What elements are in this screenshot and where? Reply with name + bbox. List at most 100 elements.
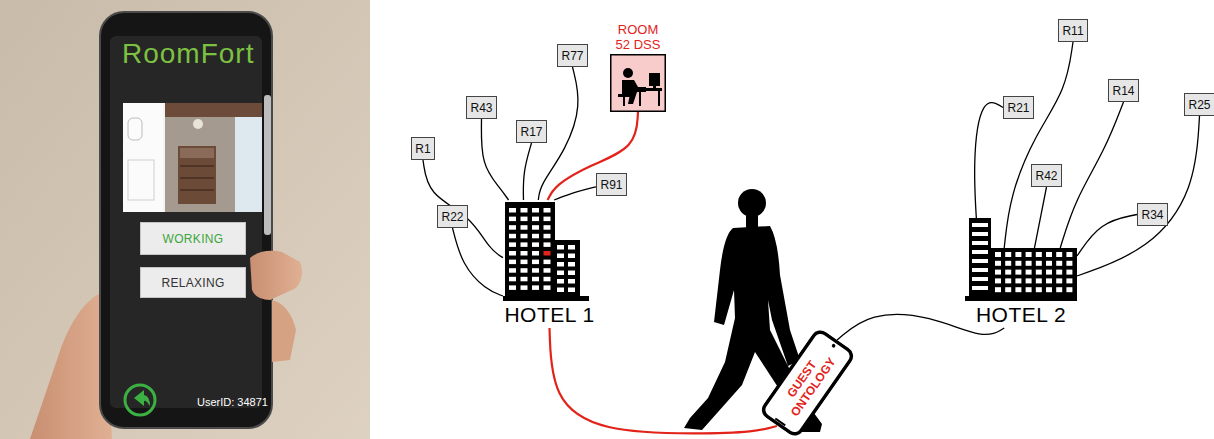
room-title: ROOM 52 DSS (612, 22, 664, 52)
building-icon (521, 208, 528, 213)
building-icon (1015, 287, 1021, 292)
building-icon (1036, 270, 1042, 275)
building-icon (568, 271, 575, 276)
phone-screen (110, 36, 262, 408)
wire (523, 143, 531, 200)
building-icon (503, 296, 589, 301)
building-icon (521, 251, 528, 256)
building-icon (1005, 261, 1011, 266)
building-icon (509, 225, 516, 230)
building-icon (505, 202, 555, 298)
building-icon (532, 234, 539, 239)
building-icon (972, 232, 988, 236)
guest-neck (746, 214, 758, 228)
building-icon (532, 268, 539, 273)
building-icon (509, 208, 516, 213)
building-icon (1015, 252, 1021, 257)
building-icon (1036, 287, 1042, 292)
wire (423, 160, 503, 258)
building-icon (568, 279, 575, 284)
office-room-box (622, 80, 646, 104)
building-icon (532, 251, 539, 256)
building-icon (972, 241, 988, 245)
button-label: WORKING (163, 232, 224, 246)
mode-button: WORKING (140, 222, 246, 255)
building-icon (544, 260, 551, 265)
building-icon (521, 277, 528, 282)
building-icon (1026, 252, 1032, 257)
building-icon (509, 268, 516, 273)
building-icon (568, 262, 575, 267)
room-id: R14 (1112, 84, 1134, 98)
button-label: RELAXING (161, 276, 224, 290)
building-icon (1036, 278, 1042, 283)
building-icon (521, 217, 528, 222)
building-icon (995, 261, 1001, 266)
building-icon (1066, 278, 1072, 283)
building-icon (532, 208, 539, 213)
room-floorplan (128, 160, 154, 200)
user-id: UserID: 34871 (197, 396, 268, 408)
room-tag: R91 (596, 173, 627, 196)
building-icon (1046, 278, 1052, 283)
room-tag: R22 (437, 205, 468, 228)
office-room-box (618, 94, 632, 97)
office-room-box (611, 55, 666, 112)
room-floorplan (180, 177, 214, 179)
room-id: R22 (441, 210, 463, 224)
office-room-box (653, 85, 656, 88)
building-icon (1056, 278, 1062, 283)
guest-head (738, 189, 766, 217)
room-id: R21 (1007, 101, 1029, 115)
wire (554, 187, 596, 200)
building-icon (991, 248, 1077, 298)
room-tag: R43 (466, 96, 497, 119)
building-icon (557, 245, 564, 250)
room-tag: R42 (1031, 164, 1062, 187)
building-icon (1005, 270, 1011, 275)
room-floorplan (165, 103, 262, 117)
building-icon (532, 285, 539, 290)
finger (272, 300, 296, 362)
building-icon (521, 225, 528, 230)
building-icon (972, 259, 988, 263)
building-icon (509, 260, 516, 265)
building-icon (1036, 261, 1042, 266)
room-floorplan (128, 118, 142, 140)
wire (1060, 102, 1123, 248)
room-tag: R17 (516, 120, 547, 143)
building-icon (557, 271, 564, 276)
guest-phone: GUEST ONTOLOGY (757, 326, 857, 439)
building-icon (995, 270, 1001, 275)
building-icon (965, 296, 1077, 301)
building-icon (544, 208, 551, 213)
wire (548, 112, 638, 200)
building-icon (557, 262, 564, 267)
building-icon (972, 250, 988, 254)
building-icon (1046, 270, 1052, 275)
building-icon (552, 240, 580, 298)
building-icon (1066, 261, 1072, 266)
building-icon (1066, 270, 1072, 275)
building-icon (532, 260, 539, 265)
room-id: R77 (561, 49, 583, 63)
phone-outline (831, 343, 836, 348)
building-icon (1056, 287, 1062, 292)
room-id: R43 (470, 101, 492, 115)
room-tag: R25 (1184, 93, 1214, 116)
building-icon (544, 268, 551, 273)
building-icon (544, 217, 551, 222)
building-icon (1056, 270, 1062, 275)
room-floorplan (193, 119, 203, 129)
building-icon (1026, 278, 1032, 283)
building-icon (1066, 252, 1072, 257)
app-logo: RoomFort (122, 38, 254, 70)
office-room-box (658, 91, 660, 106)
building-icon (568, 245, 575, 250)
room-id: R17 (520, 125, 542, 139)
building-icon (509, 285, 516, 290)
wire (1077, 116, 1200, 276)
room-tag: R14 (1108, 79, 1139, 102)
